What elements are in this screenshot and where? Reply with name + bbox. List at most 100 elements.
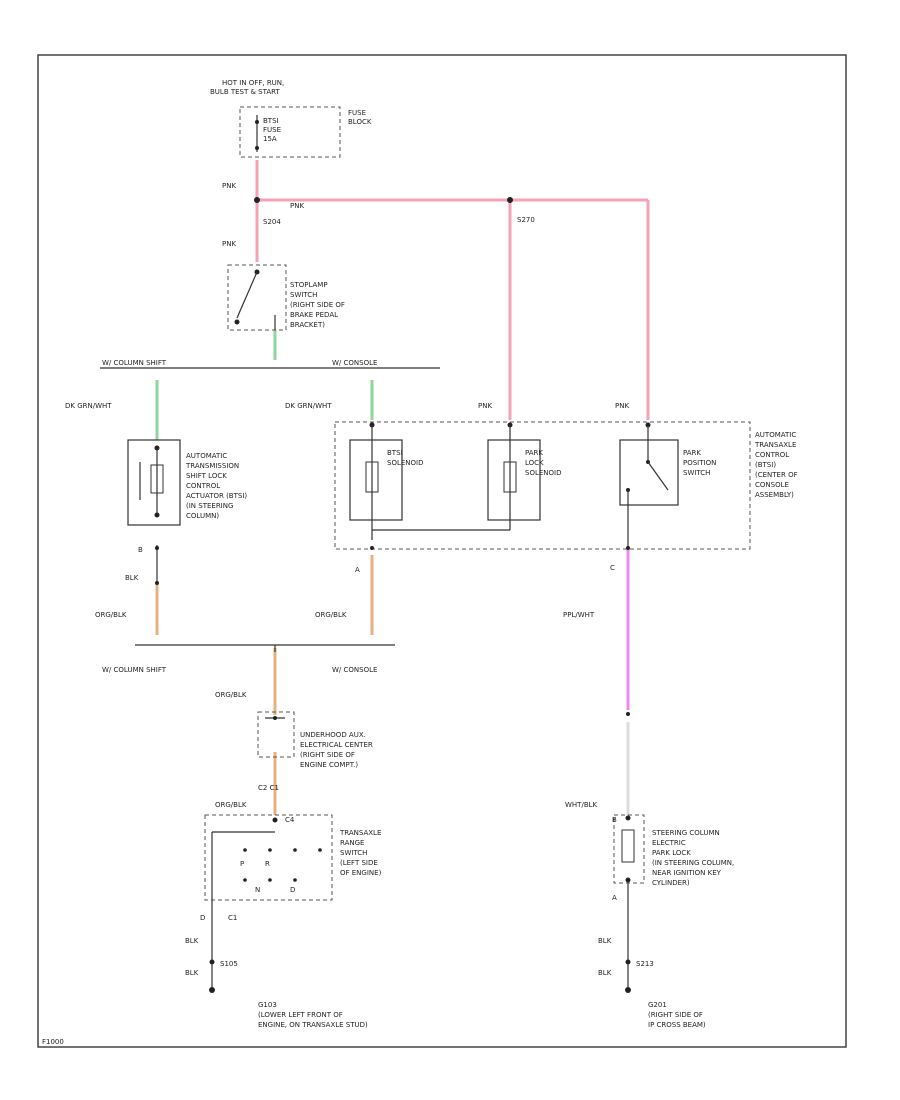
fuse-block-label: FUSE: [348, 109, 366, 117]
wire-color-pnk-top: PNK: [222, 182, 236, 190]
pin-b-right: B: [612, 816, 617, 824]
transaxle-range-switch: [204, 814, 333, 901]
atcc-label-3: CONTROL: [755, 451, 789, 459]
splice-s204-label: S204: [263, 218, 281, 226]
text-labels: HOT IN OFF, RUN, BULB TEST & START FUSE …: [42, 79, 798, 1046]
connector-c1-low: C1: [228, 914, 237, 922]
ground-g103-label: G103: [258, 1001, 277, 1009]
btsi-solenoid: [349, 422, 403, 540]
splice-s213-label: S213: [636, 960, 654, 968]
park-position-label-3: SWITCH: [683, 469, 710, 477]
g103-location-2: ENGINE, ON TRANSAXLE STUD): [258, 1021, 368, 1029]
wire-color-orgblk-mid: ORG/BLK: [315, 611, 347, 619]
trs-pos-n: N: [255, 886, 260, 894]
park-position-switch: [619, 422, 679, 548]
g201-location-2: IP CROSS BEAM): [648, 1021, 706, 1029]
uec-label-2: ELECTRICAL CENTER: [300, 741, 373, 749]
atcc-label-5: (CENTER OF: [755, 471, 798, 479]
wire-color-orgblk-left: ORG/BLK: [95, 611, 127, 619]
black-wires: [100, 367, 629, 990]
ground-g201-label: G201: [648, 1001, 667, 1009]
w-console-top: W/ CONSOLE: [332, 359, 377, 367]
actuator-label-2: TRANSMISSION: [185, 462, 239, 470]
pin-a-mid: A: [355, 566, 360, 574]
park-lock-label-2: LOCK: [525, 459, 544, 467]
wire-color-blk-left: BLK: [125, 574, 139, 582]
fuse-block: [239, 106, 341, 158]
stoplamp-switch: [227, 264, 287, 331]
wire-color-pnk-parklock: PNK: [478, 402, 492, 410]
park-lock-solenoid: [372, 422, 541, 531]
scpl-label-2: ELECTRIC: [652, 839, 686, 847]
trs-pos-p: P: [240, 860, 244, 868]
scpl-label-6: CYLINDER): [652, 879, 690, 887]
actuator-label-1: AUTOMATIC: [186, 452, 227, 460]
park-lock-label-3: SOLENOID: [525, 469, 561, 477]
uec-label-1: UNDERHOOD AUX.: [300, 731, 366, 739]
stoplamp-label-2: SWITCH: [290, 291, 317, 299]
uec-label-3: (RIGHT SIDE OF: [300, 751, 355, 759]
wire-color-pnk-parkpos: PNK: [615, 402, 629, 410]
w-console-bot: W/ CONSOLE: [332, 666, 377, 674]
trs-pos-d: D: [290, 886, 295, 894]
scpl-label-1: STEERING COLUMN: [652, 829, 720, 837]
pin-c-right: C: [610, 564, 615, 572]
scpl-label-4: (IN STEERING COLUMN,: [652, 859, 734, 867]
wire-color-dkgrn-mid: DK GRN/WHT: [285, 402, 332, 410]
w-column-shift-top: W/ COLUMN SHIFT: [102, 359, 167, 367]
actuator-label-6: (IN STEERING: [186, 502, 233, 510]
fuse-name-2: FUSE: [263, 126, 281, 134]
atcc-label-6: CONSOLE: [755, 481, 789, 489]
trs-label-5: OF ENGINE): [340, 869, 382, 877]
figure-id: F1000: [42, 1038, 64, 1046]
actuator-label-7: COLUMN): [186, 512, 219, 520]
wire-color-wht-blk: WHT/BLK: [565, 801, 598, 809]
pin-a-right: A: [612, 894, 617, 902]
trs-label-1: TRANSAXLE: [339, 829, 381, 837]
actuator-label-5: ACTUATOR (BTSI): [186, 492, 247, 500]
wire-color-orgblk-low: ORG/BLK: [215, 801, 247, 809]
stoplamp-label-1: STOPLAMP: [290, 281, 328, 289]
wire-color-dkgrn-left: DK GRN/WHT: [65, 402, 112, 410]
hot-in-label-2: BULB TEST & START: [210, 88, 280, 96]
wire-color-pnk-branch: PNK: [290, 202, 304, 210]
park-position-label-1: PARK: [683, 449, 701, 457]
uec-label-4: ENGINE COMPT.): [300, 761, 358, 769]
fuse-rating: 15A: [263, 135, 277, 143]
scpl-label-5: NEAR IGNITION KEY: [652, 869, 722, 877]
atcc-label-7: ASSEMBLY): [755, 491, 794, 499]
wire-color-ppl-wht: PPL/WHT: [563, 611, 595, 619]
connector-markers: [155, 546, 631, 993]
hot-in-label: HOT IN OFF, RUN,: [222, 79, 284, 87]
btsi-solenoid-label-1: BTSI: [387, 449, 403, 457]
atcc-box: [334, 421, 751, 550]
stoplamp-label-4: BRAKE PEDAL: [290, 311, 338, 319]
green-wires: [155, 330, 374, 440]
g103-location-1: (LOWER LEFT FRONT OF: [258, 1011, 343, 1019]
wire-color-blk-right1: BLK: [598, 937, 612, 945]
actuator-label-3: SHIFT LOCK: [186, 472, 227, 480]
steering-column-park-lock: [613, 814, 645, 884]
connector-c4: C4: [285, 816, 295, 824]
pin-d: D: [200, 914, 205, 922]
wire-color-orgblk-mid2: ORG/BLK: [215, 691, 247, 699]
trs-label-2: RANGE: [340, 839, 364, 847]
trs-label-3: SWITCH: [340, 849, 367, 857]
splice-s270-label: S270: [517, 216, 535, 224]
btsi-solenoid-label-2: SOLENOID: [387, 459, 423, 467]
park-lock-label-1: PARK: [525, 449, 543, 457]
actuator-label-4: CONTROL: [186, 482, 220, 490]
splice-s105-label: S105: [220, 960, 238, 968]
pin-b-left: B: [138, 546, 143, 554]
trs-label-4: (LEFT SIDE: [340, 859, 378, 867]
wire-color-blk-low1: BLK: [185, 937, 199, 945]
underhood-electrical-center: [257, 711, 295, 758]
park-position-label-2: POSITION: [683, 459, 716, 467]
scpl-label-3: PARK LOCK: [652, 849, 691, 857]
g201-location-1: (RIGHT SIDE OF: [648, 1011, 703, 1019]
splice-s204-dot: [254, 197, 260, 203]
stoplamp-label-3: (RIGHT SIDE OF: [290, 301, 345, 309]
fuse-name: BTSI: [263, 117, 279, 125]
shift-lock-actuator: [127, 439, 181, 526]
